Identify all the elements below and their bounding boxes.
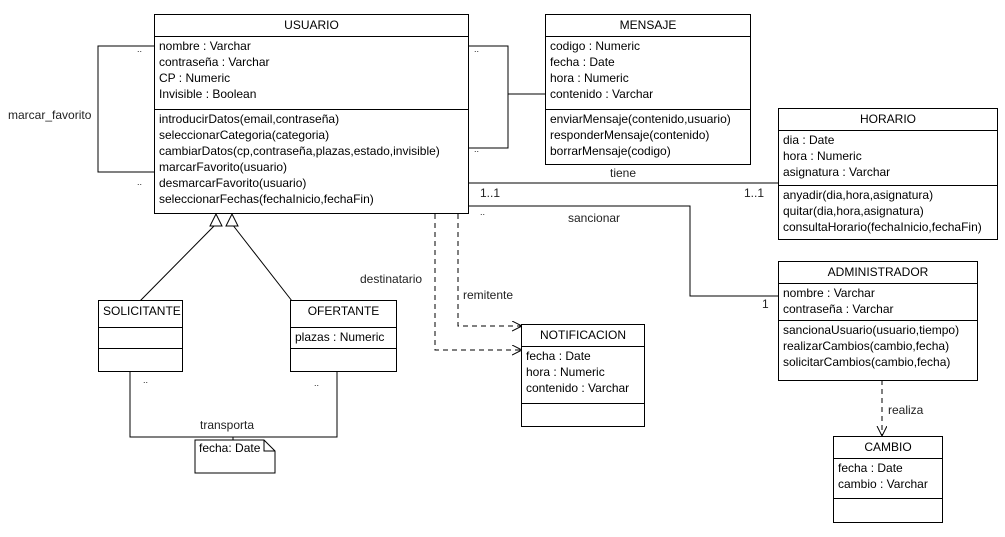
operation: seleccionarCategoria(categoria) xyxy=(159,128,330,142)
operations-section: introducirDatos(email,contraseña) selecc… xyxy=(155,110,468,209)
operations-section xyxy=(834,499,942,521)
class-name: OFERTANTE xyxy=(307,304,380,318)
attributes-section: plazas : Numeric xyxy=(291,327,396,349)
realiza-label: realiza xyxy=(888,403,924,417)
attribute: fecha : Date xyxy=(550,55,615,69)
class-name: HORARIO xyxy=(779,109,997,131)
class-cambio[interactable]: CAMBIO fecha : Date cambio : Varchar xyxy=(833,436,943,523)
class-name: SOLICITANTE xyxy=(103,304,181,318)
operation: enviarMensaje(contenido,usuario) xyxy=(550,112,731,126)
role-dots: .. xyxy=(314,378,320,388)
class-name: NOTIFICACION xyxy=(522,325,644,347)
role-dots: .. xyxy=(480,207,486,217)
attribute: hora : Numeric xyxy=(550,71,629,85)
attribute: nombre : Varchar xyxy=(159,39,251,53)
role-dots: .. xyxy=(143,375,149,385)
attribute: dia : Date xyxy=(783,133,835,147)
attributes-section: nombre : Varchar contraseña : Varchar xyxy=(779,284,977,321)
tiene-label: tiene xyxy=(610,166,637,180)
attribute: plazas : Numeric xyxy=(295,330,385,344)
tiene-multiplicity-right: 1..1 xyxy=(744,186,765,200)
operation: consultaHorario(fechaInicio,fechaFin) xyxy=(783,220,982,234)
role-dots: .. xyxy=(474,44,480,54)
class-mensaje[interactable]: MENSAJE codigo : Numeric fecha : Date ho… xyxy=(545,14,751,165)
operation: realizarCambios(cambio,fecha) xyxy=(783,339,950,353)
operation: quitar(dia,hora,asignatura) xyxy=(783,204,924,218)
usuario-mensaje-association-b xyxy=(468,94,509,149)
destinatario-label: destinatario xyxy=(360,272,423,286)
attributes-section: dia : Date hora : Numeric asignatura : V… xyxy=(779,131,997,186)
operation: cambiarDatos(cp,contraseña,plazas,estado… xyxy=(159,144,440,158)
generalization-arrowhead-2 xyxy=(225,212,239,227)
attribute: asignatura : Varchar xyxy=(783,165,891,179)
attribute: hora : Numeric xyxy=(783,149,862,163)
tiene-multiplicity-left: 1..1 xyxy=(480,186,501,200)
class-ofertante[interactable]: OFERTANTE plazas : Numeric xyxy=(290,300,397,372)
sancionar-association xyxy=(468,205,779,297)
operation: sancionaUsuario(usuario,tiempo) xyxy=(783,323,960,337)
class-solicitante[interactable]: SOLICITANTE xyxy=(98,300,183,372)
attribute: contraseña : Varchar xyxy=(159,55,270,69)
transporta-label: transporta xyxy=(200,418,255,432)
operation: seleccionarFechas(fechaInicio,fechaFin) xyxy=(159,192,374,206)
attributes-section xyxy=(99,327,182,349)
class-administrador[interactable]: ADMINISTRADOR nombre : Varchar contraseñ… xyxy=(778,261,978,381)
attributes-section: fecha : Date hora : Numeric contenido : … xyxy=(522,347,644,404)
solicitante-generalization xyxy=(139,223,217,302)
marcar-favorito-association xyxy=(97,45,155,173)
attribute: nombre : Varchar xyxy=(783,286,875,300)
attribute: contraseña : Varchar xyxy=(783,302,894,316)
transporta-note-fold xyxy=(263,440,275,452)
operation: desmarcarFavorito(usuario) xyxy=(159,176,307,190)
ofertante-generalization xyxy=(231,223,293,302)
operations-section: sancionaUsuario(usuario,tiempo) realizar… xyxy=(779,321,977,372)
operation: borrarMensaje(codigo) xyxy=(550,144,671,158)
operations-section: enviarMensaje(contenido,usuario) respond… xyxy=(546,110,750,161)
operations-section xyxy=(291,349,396,371)
attribute: Invisible : Boolean xyxy=(159,87,257,101)
operation: responderMensaje(contenido) xyxy=(550,128,710,142)
role-dots: .. xyxy=(137,44,143,54)
attribute: codigo : Numeric xyxy=(550,39,641,53)
class-usuario[interactable]: USUARIO nombre : Varchar contraseña : Va… xyxy=(154,14,469,214)
remitente-label: remitente xyxy=(463,288,514,302)
destinatario-dependency xyxy=(434,214,522,350)
operation: solicitarCambios(cambio,fecha) xyxy=(783,355,951,369)
operations-section xyxy=(99,349,182,371)
class-name: USUARIO xyxy=(155,15,468,37)
attribute: contenido : Varchar xyxy=(550,87,654,101)
attribute: hora : Numeric xyxy=(526,365,605,379)
class-horario[interactable]: HORARIO dia : Date hora : Numeric asigna… xyxy=(778,108,998,240)
class-name: CAMBIO xyxy=(834,437,942,459)
attribute: cambio : Varchar xyxy=(838,477,928,491)
attribute: fecha : Date xyxy=(526,349,591,363)
role-dots: .. xyxy=(137,177,143,187)
operation: introducirDatos(email,contraseña) xyxy=(159,112,340,126)
marcar-favorito-label: marcar_favorito xyxy=(8,108,92,122)
attributes-section: nombre : Varchar contraseña : Varchar CP… xyxy=(155,37,468,110)
class-name: ADMINISTRADOR xyxy=(779,262,977,284)
operation: marcarFavorito(usuario) xyxy=(159,160,288,174)
transporta-note-text: fecha: Date xyxy=(199,441,261,455)
class-notificacion[interactable]: NOTIFICACION fecha : Date hora : Numeric… xyxy=(521,324,645,427)
sancionar-label: sancionar xyxy=(568,211,621,225)
operations-section xyxy=(522,404,644,426)
attribute: contenido : Varchar xyxy=(526,381,630,395)
transporta-note-shape xyxy=(194,439,276,474)
attributes-section: codigo : Numeric fecha : Date hora : Num… xyxy=(546,37,750,110)
operation: anyadir(dia,hora,asignatura) xyxy=(783,188,934,202)
generalization-arrowhead-1 xyxy=(209,212,223,227)
attributes-section: fecha : Date cambio : Varchar xyxy=(834,459,942,499)
operations-section: anyadir(dia,hora,asignatura) quitar(dia,… xyxy=(779,186,997,237)
sancionar-multiplicity: 1 xyxy=(762,297,769,311)
remitente-dependency xyxy=(457,214,522,326)
attribute: CP : Numeric xyxy=(159,71,231,85)
class-name: MENSAJE xyxy=(546,15,750,37)
usuario-mensaje-association xyxy=(468,45,546,95)
attribute: fecha : Date xyxy=(838,461,903,475)
role-dots: .. xyxy=(474,144,480,154)
